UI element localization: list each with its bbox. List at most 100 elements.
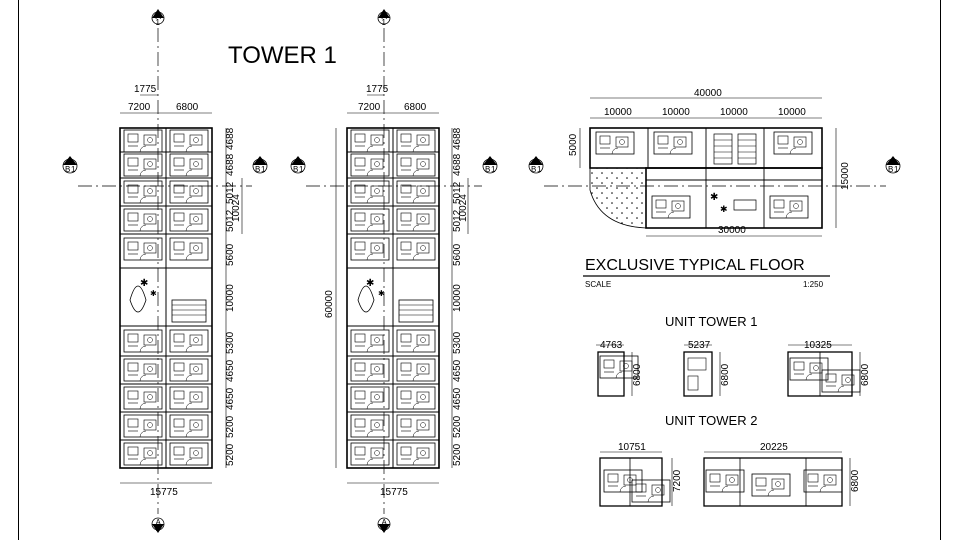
tower-plan-left: ✱✱ bbox=[119, 127, 213, 469]
svg-text:10000: 10000 bbox=[662, 107, 690, 118]
svg-text:60000: 60000 bbox=[324, 290, 335, 318]
unit-tower-1-plan-c: 10325 6800 bbox=[787, 340, 871, 397]
svg-text:4688: 4688 bbox=[225, 127, 236, 150]
svg-text:4763: 4763 bbox=[600, 340, 623, 351]
svg-text:1775: 1775 bbox=[366, 84, 389, 95]
middle-plan-dimensions: 1775 7200 6800 60000 15775 4688 4688 501… bbox=[324, 84, 469, 498]
svg-text:1775: 1775 bbox=[134, 84, 157, 95]
svg-text:5200: 5200 bbox=[452, 415, 463, 438]
exclusive-plan-dimensions: 40000 10000 10000 10000 10000 5000 15000… bbox=[568, 88, 851, 237]
svg-text:7200: 7200 bbox=[128, 102, 151, 113]
svg-text:15775: 15775 bbox=[380, 487, 408, 498]
svg-text:4650: 4650 bbox=[452, 387, 463, 410]
unit-tower-1-title: UNIT TOWER 1 bbox=[665, 314, 757, 329]
sheet-border-right bbox=[940, 0, 941, 540]
svg-text:6800: 6800 bbox=[176, 102, 199, 113]
svg-text:7200: 7200 bbox=[358, 102, 381, 113]
svg-text:6800: 6800 bbox=[720, 363, 731, 386]
svg-text:6800: 6800 bbox=[632, 363, 643, 386]
svg-text:4650: 4650 bbox=[225, 387, 236, 410]
svg-text:4650: 4650 bbox=[225, 359, 236, 382]
svg-text:B: B bbox=[255, 165, 260, 174]
svg-text:5200: 5200 bbox=[225, 443, 236, 466]
svg-text:4688: 4688 bbox=[452, 127, 463, 150]
svg-text:B: B bbox=[65, 165, 70, 174]
svg-text:6800: 6800 bbox=[850, 469, 861, 492]
svg-text:1: 1 bbox=[156, 524, 161, 533]
section-marker-bottom-left: A1 bbox=[151, 517, 165, 533]
svg-text:1: 1 bbox=[491, 165, 496, 174]
svg-text:4650: 4650 bbox=[452, 359, 463, 382]
svg-text:10000: 10000 bbox=[452, 284, 463, 312]
svg-text:1: 1 bbox=[299, 165, 304, 174]
svg-text:1: 1 bbox=[537, 165, 542, 174]
svg-text:10000: 10000 bbox=[604, 107, 632, 118]
svg-text:10325: 10325 bbox=[804, 340, 832, 351]
section-marker-top-left: A1 bbox=[151, 9, 165, 27]
svg-text:5012: 5012 bbox=[225, 181, 236, 204]
svg-text:6800: 6800 bbox=[404, 102, 427, 113]
svg-text:10751: 10751 bbox=[618, 442, 646, 453]
svg-text:5012: 5012 bbox=[452, 209, 463, 232]
unit-tower-2-plan-a: 10751 7200 bbox=[599, 442, 683, 507]
svg-text:7200: 7200 bbox=[672, 469, 683, 492]
svg-text:A: A bbox=[156, 518, 162, 527]
svg-text:40000: 40000 bbox=[694, 88, 722, 99]
svg-text:1: 1 bbox=[71, 165, 76, 174]
svg-text:10000: 10000 bbox=[225, 284, 236, 312]
unit-tower-1-plan-a: 4763 6800 bbox=[596, 340, 643, 397]
svg-text:B: B bbox=[531, 165, 536, 174]
svg-text:5300: 5300 bbox=[225, 331, 236, 354]
svg-text:6800: 6800 bbox=[860, 363, 871, 386]
svg-text:5012: 5012 bbox=[225, 209, 236, 232]
unit-tower-2-plan-b: 20225 6800 bbox=[703, 442, 861, 507]
svg-text:B: B bbox=[888, 165, 893, 174]
svg-text:A: A bbox=[534, 157, 540, 166]
tower-plan-middle: ✱✱ bbox=[346, 127, 440, 469]
svg-text:A: A bbox=[68, 157, 74, 166]
svg-text:4688: 4688 bbox=[452, 153, 463, 176]
svg-text:1: 1 bbox=[261, 165, 266, 174]
svg-text:1: 1 bbox=[156, 18, 161, 27]
svg-text:A: A bbox=[296, 157, 302, 166]
svg-text:5300: 5300 bbox=[452, 331, 463, 354]
svg-text:A: A bbox=[258, 157, 264, 166]
svg-text:5237: 5237 bbox=[688, 340, 711, 351]
svg-text:30000: 30000 bbox=[718, 225, 746, 236]
svg-text:✱: ✱ bbox=[150, 289, 157, 298]
svg-text:A: A bbox=[382, 518, 388, 527]
plan-title: EXCLUSIVE TYPICAL FLOOR bbox=[585, 257, 805, 274]
svg-text:✱: ✱ bbox=[710, 192, 718, 203]
section-marker-bottom-middle: A1 bbox=[377, 517, 391, 533]
left-plan-dimensions: 1775 7200 6800 15775 4688 4688 5012 5012… bbox=[120, 84, 243, 498]
svg-text:5600: 5600 bbox=[452, 243, 463, 266]
svg-text:A: A bbox=[891, 157, 897, 166]
svg-text:B: B bbox=[293, 165, 298, 174]
svg-text:1: 1 bbox=[894, 165, 899, 174]
svg-text:✱: ✱ bbox=[366, 278, 374, 289]
unit-tower-2-title: UNIT TOWER 2 bbox=[665, 413, 757, 428]
svg-text:10024: 10024 bbox=[231, 194, 242, 222]
svg-text:20225: 20225 bbox=[760, 442, 788, 453]
svg-text:5012: 5012 bbox=[452, 181, 463, 204]
unit-tower-1-plan-b: 5237 6800 bbox=[683, 340, 731, 397]
svg-text:4688: 4688 bbox=[225, 153, 236, 176]
svg-text:A: A bbox=[156, 12, 162, 21]
svg-text:✱: ✱ bbox=[378, 289, 385, 298]
svg-text:A: A bbox=[488, 157, 494, 166]
svg-text:1: 1 bbox=[382, 524, 387, 533]
section-marker-top-middle: A1 bbox=[377, 9, 391, 27]
svg-text:✱: ✱ bbox=[720, 204, 728, 214]
scale-value: 1:250 bbox=[803, 280, 824, 289]
svg-text:1: 1 bbox=[382, 18, 387, 27]
svg-text:10024: 10024 bbox=[458, 194, 469, 222]
svg-text:15775: 15775 bbox=[150, 487, 178, 498]
svg-text:5600: 5600 bbox=[225, 243, 236, 266]
